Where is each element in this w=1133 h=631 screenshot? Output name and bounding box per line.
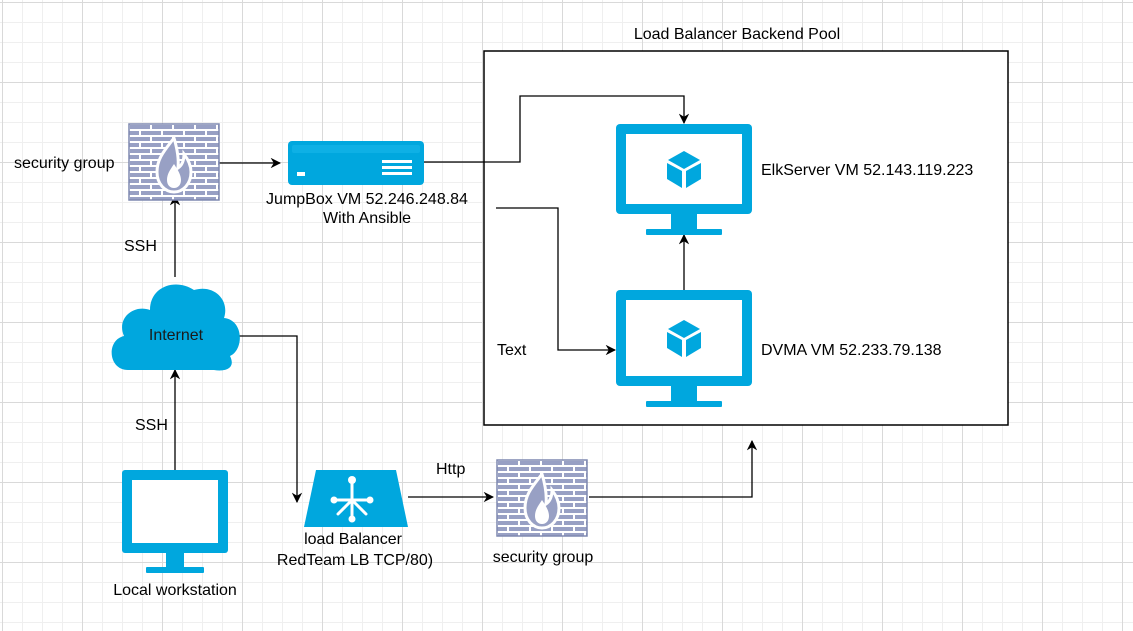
internet-label: Internet xyxy=(148,327,204,344)
elkserver-label: ElkServer VM 52.143.119.223 xyxy=(761,162,974,179)
local-workstation-label: Local workstation xyxy=(113,582,237,599)
load-balancer-sublabel: RedTeam LB TCP/80) xyxy=(276,552,434,569)
vm-monitor-icon xyxy=(616,290,752,407)
edge-internet-to-lb xyxy=(225,335,303,504)
security-group-bottom-label: security group xyxy=(492,549,594,566)
load-balancer-label: load Balancer xyxy=(304,531,402,548)
ssh-lower-label: SSH xyxy=(135,417,168,434)
dvma-label: DVMA VM 52.233.79.138 xyxy=(761,342,942,359)
text-label: Text xyxy=(497,342,527,359)
cloud-icon xyxy=(111,284,240,371)
security-group-top-label: security group xyxy=(14,155,115,172)
ssh-upper-label: SSH xyxy=(124,238,157,255)
backend-pool-title: Load Balancer Backend Pool xyxy=(633,26,841,43)
vm-monitor-icon xyxy=(616,124,752,235)
edge-sg-to-pool xyxy=(589,439,758,498)
monitor-icon xyxy=(122,470,228,573)
firewall-icon xyxy=(496,459,588,537)
http-label: Http xyxy=(436,461,466,478)
edge-jumpbox-to-elk xyxy=(424,95,690,163)
firewall-icon xyxy=(128,123,220,201)
edge-jumpbox-to-dvma xyxy=(496,207,617,356)
server-icon xyxy=(288,141,424,185)
jumpbox-sublabel: With Ansible xyxy=(322,210,412,227)
jumpbox-label: JumpBox VM 52.246.248.84 xyxy=(266,191,468,208)
load-balancer-icon xyxy=(304,470,408,527)
